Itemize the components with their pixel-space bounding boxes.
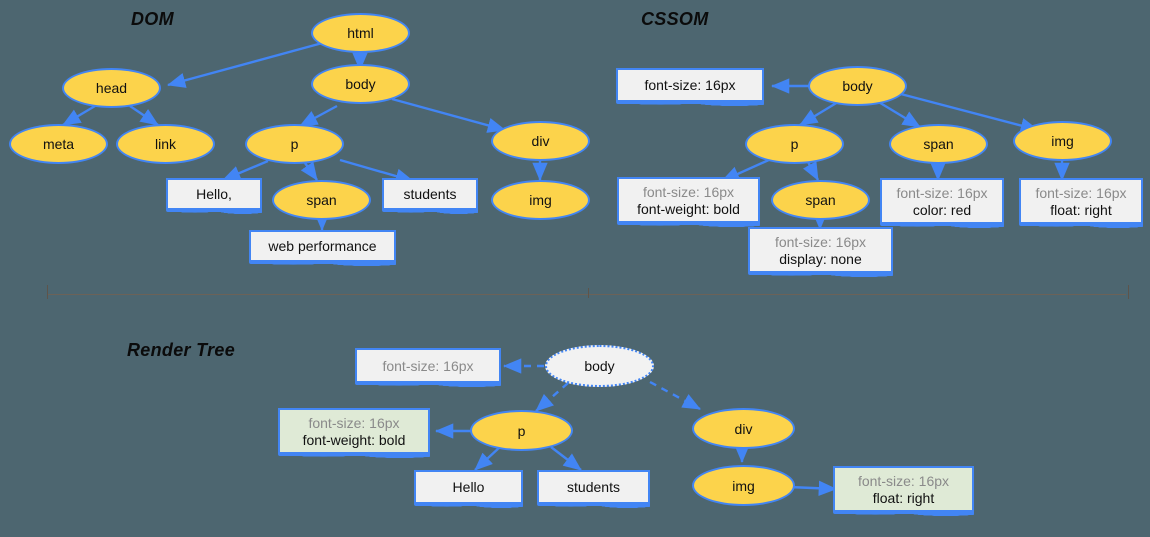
node-label: span xyxy=(805,192,836,208)
render-node-div[interactable]: div xyxy=(692,408,795,449)
rule-line: float: right xyxy=(1050,202,1112,218)
node-label: meta xyxy=(42,136,75,152)
section-divider xyxy=(48,294,1126,295)
dom-node-img[interactable]: img xyxy=(491,180,590,220)
dom-node-span[interactable]: span xyxy=(272,180,371,220)
divider-tick-left xyxy=(47,285,48,299)
node-label: span xyxy=(923,136,954,152)
node-label: img xyxy=(529,192,552,208)
node-label: p xyxy=(790,136,799,152)
render-node-body[interactable]: body xyxy=(545,345,654,387)
render-node-img[interactable]: img xyxy=(692,465,795,506)
node-label: link xyxy=(154,136,176,152)
node-label: body xyxy=(584,358,615,374)
divider-tick-middle xyxy=(588,288,589,298)
node-label: p xyxy=(517,422,526,439)
node-label: head xyxy=(95,80,128,96)
rule-line: float: right xyxy=(872,490,935,506)
render-rules-p[interactable]: font-size: 16px font-weight: bold xyxy=(278,408,430,461)
render-rules-body[interactable]: font-size: 16px xyxy=(355,348,501,390)
node-label: body xyxy=(345,76,376,92)
render-text-node-students[interactable]: students xyxy=(537,470,650,511)
dom-node-link[interactable]: link xyxy=(116,124,215,164)
dom-node-p[interactable]: p xyxy=(245,124,344,164)
rule-line: font-size: 16px xyxy=(382,357,474,374)
rule-line: font-size: 16px xyxy=(774,233,867,250)
dom-node-head[interactable]: head xyxy=(62,68,161,108)
cssom-node-img[interactable]: img xyxy=(1013,121,1112,161)
cssom-rules-span-1[interactable]: font-size: 16px color: red xyxy=(880,178,1004,231)
note-line: web performance xyxy=(268,238,377,255)
render-text-node-hello[interactable]: Hello xyxy=(414,470,523,511)
render-rules-img[interactable]: font-size: 16px float: right xyxy=(833,466,974,519)
node-label: p xyxy=(290,136,299,152)
node-label: img xyxy=(1051,133,1074,149)
dom-node-div[interactable]: div xyxy=(491,121,590,161)
note-line: Hello, xyxy=(196,186,232,203)
section-title-render-tree: Render Tree xyxy=(127,340,236,360)
rule-line: color: red xyxy=(912,202,972,218)
rule-line: font-size: 16px xyxy=(308,414,400,431)
node-label: span xyxy=(306,192,337,208)
rule-line: display: none xyxy=(779,251,862,267)
dom-text-node-hello[interactable]: Hello, xyxy=(166,178,262,217)
rule-line: font-weight: bold xyxy=(302,432,406,448)
rule-line: font-size: 16px xyxy=(642,183,735,200)
node-label: img xyxy=(732,477,755,494)
cssom-node-span-1[interactable]: span xyxy=(889,124,988,164)
note-line: students xyxy=(403,186,457,203)
cssom-rules-img[interactable]: font-size: 16px float: right xyxy=(1019,178,1143,231)
cssom-node-span-2[interactable]: span xyxy=(771,180,870,220)
dom-text-node-students[interactable]: students xyxy=(382,178,478,217)
cssom-node-p[interactable]: p xyxy=(745,124,844,164)
section-title-cssom: CSSOM xyxy=(641,9,709,29)
cssom-rules-span-2[interactable]: font-size: 16px display: none xyxy=(748,227,893,280)
cssom-node-body[interactable]: body xyxy=(808,66,907,106)
divider-tick-right xyxy=(1128,285,1129,299)
dom-node-html[interactable]: html xyxy=(311,13,410,53)
rule-line: font-size: 16px xyxy=(1035,184,1127,201)
node-label: div xyxy=(734,420,753,437)
cssom-rules-p[interactable]: font-size: 16px font-weight: bold xyxy=(617,177,760,230)
node-label: html xyxy=(347,25,374,41)
dom-node-body[interactable]: body xyxy=(311,64,410,104)
note-line: Hello xyxy=(452,479,485,496)
node-label: body xyxy=(842,78,873,94)
note-line: students xyxy=(567,479,620,496)
rule-line: font-size: 16px xyxy=(644,77,736,94)
dom-text-node-web-performance[interactable]: web performance xyxy=(249,230,396,269)
section-title-dom: DOM xyxy=(131,9,174,29)
render-node-p[interactable]: p xyxy=(470,410,573,451)
dom-node-meta[interactable]: meta xyxy=(9,124,108,164)
rule-line: font-size: 16px xyxy=(896,184,988,201)
cssom-rules-body[interactable]: font-size: 16px xyxy=(616,68,764,109)
rule-line: font-weight: bold xyxy=(637,201,740,217)
node-label: div xyxy=(531,133,550,149)
rule-line: font-size: 16px xyxy=(857,472,950,489)
